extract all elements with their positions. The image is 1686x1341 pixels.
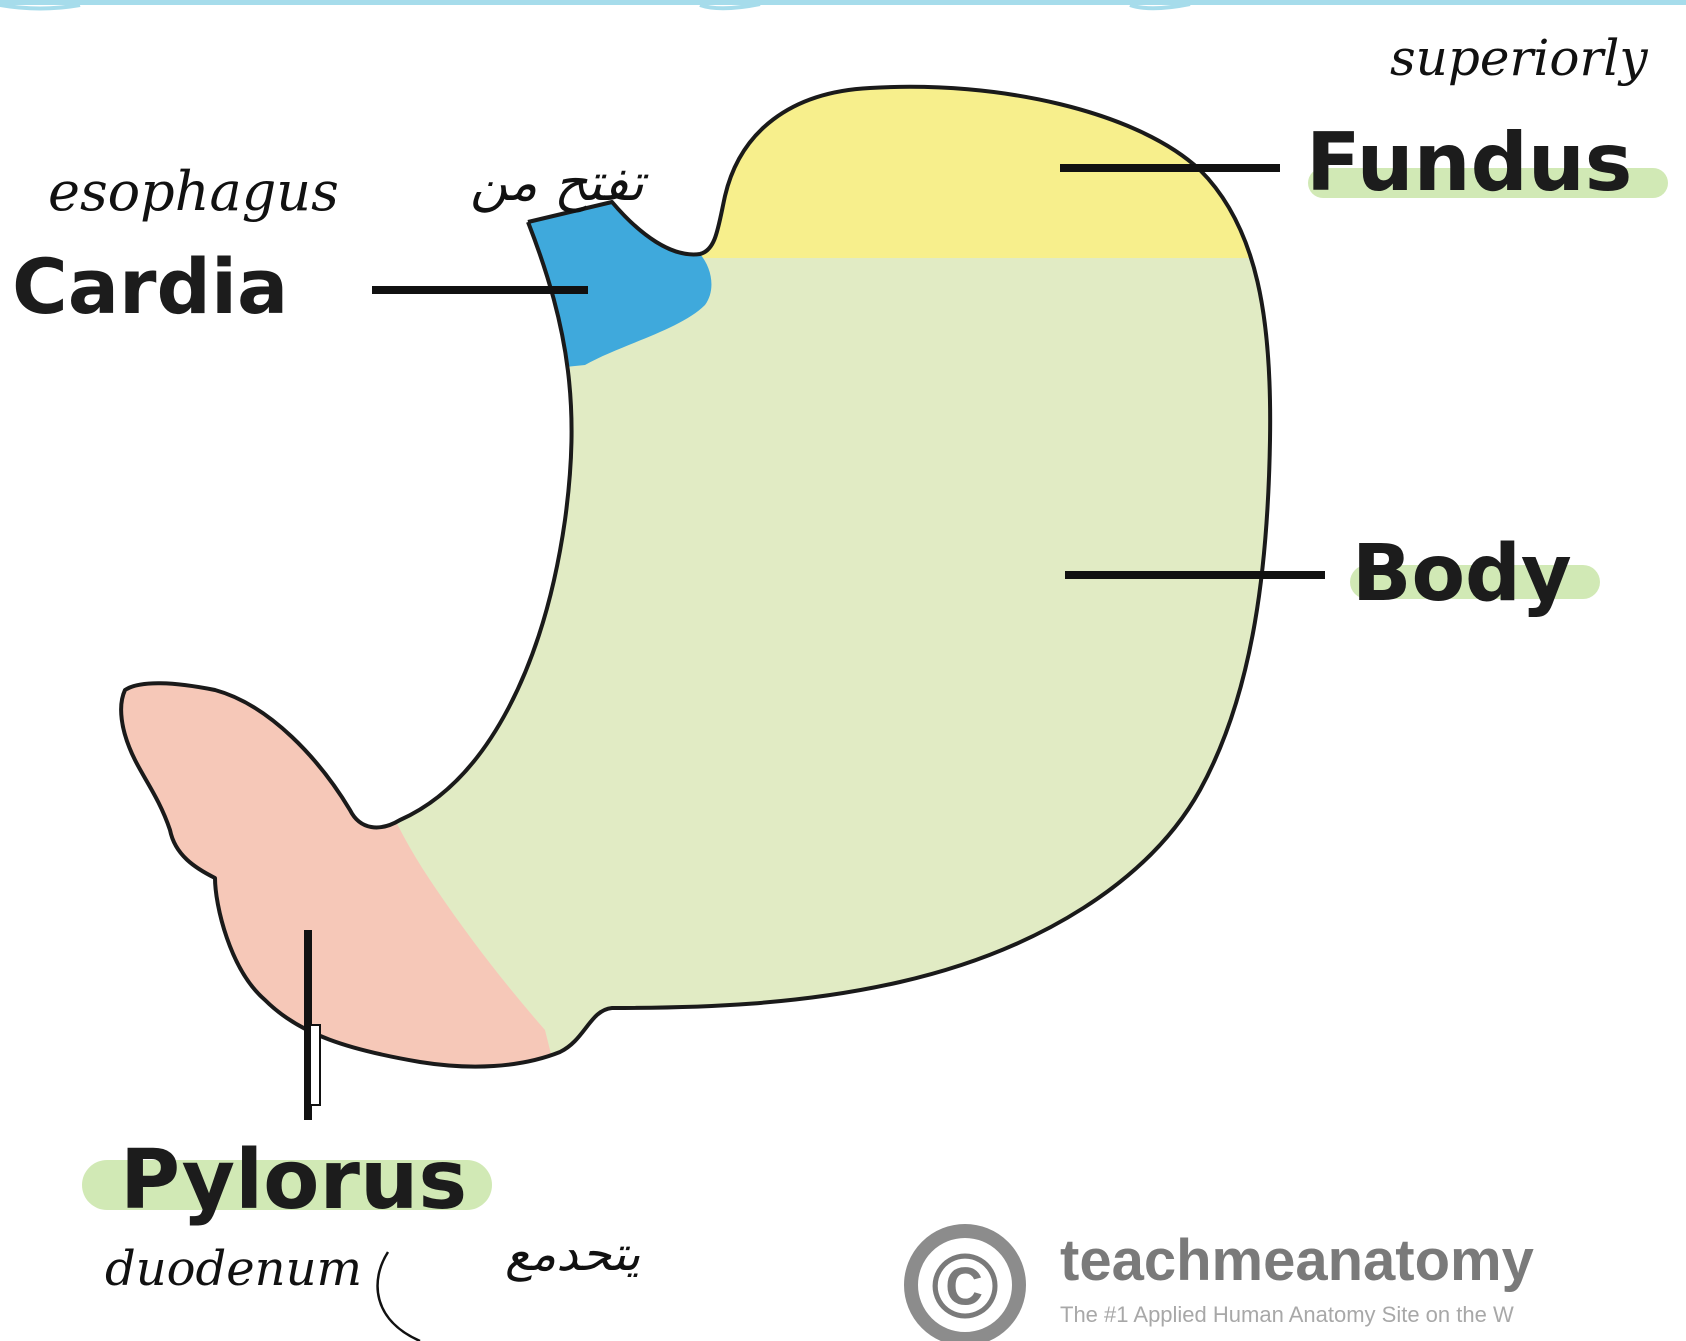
body-label: Body bbox=[1352, 529, 1572, 619]
duodenum-arabic-stroke bbox=[378, 1252, 420, 1341]
watermark-tagline: The #1 Applied Human Anatomy Site on the… bbox=[1060, 1302, 1514, 1327]
watermark-name: teachmeanatomy bbox=[1060, 1228, 1534, 1293]
duodenum-annotation: duodenum bbox=[105, 1241, 362, 1297]
esophagus-arabic-annotation: تفتح من bbox=[470, 153, 650, 213]
superiorly-annotation: superiorly bbox=[1390, 29, 1648, 87]
copyright-symbol: © bbox=[931, 1236, 999, 1338]
duodenum-arabic-annotation: يتحدمع bbox=[505, 1226, 640, 1282]
esophagus-annotation: esophagus bbox=[48, 160, 339, 223]
fundus-label: Fundus bbox=[1306, 116, 1632, 209]
pylorus-leader-overlay bbox=[310, 1025, 320, 1105]
top-frame-accent bbox=[0, 0, 1686, 9]
pylorus-label: Pylorus bbox=[120, 1133, 467, 1228]
cardia-label: Cardia bbox=[12, 242, 288, 331]
watermark: © teachmeanatomy The #1 Applied Human An… bbox=[911, 1228, 1534, 1339]
